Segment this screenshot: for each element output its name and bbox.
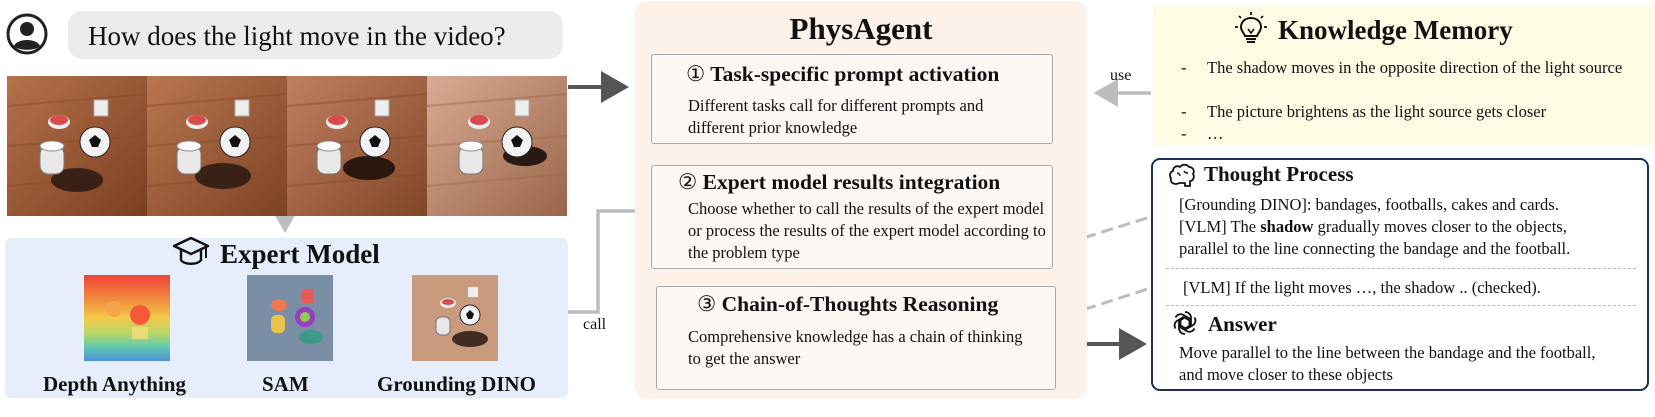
step1-body: Different tasks call for different promp… [688, 96, 984, 137]
lightbulb-icon [1235, 12, 1267, 43]
thought-line: parallel to the line connecting the band… [1179, 239, 1571, 258]
video-frame-1 [7, 76, 147, 216]
step2-box [651, 165, 1053, 269]
step3-body: Comprehensive knowledge has a chain of t… [688, 327, 1023, 368]
use-label: use [1110, 67, 1132, 84]
sam-label: SAM [262, 372, 309, 396]
thought-line: [Grounding DINO]: bandages, footballs, c… [1179, 195, 1559, 214]
step1-heading: ① Task-specific prompt activation [686, 61, 999, 87]
memory-bullet: - [1181, 58, 1187, 77]
step1-box [651, 54, 1053, 144]
sam-image [247, 275, 333, 361]
memory-bullet: - [1181, 102, 1187, 121]
video-frame-3 [287, 76, 427, 216]
step3-heading: ③ Chain-of-Thoughts Reasoning [697, 291, 998, 317]
depth-anything-image [84, 275, 170, 361]
graduation-cap-icon [172, 236, 210, 265]
step1-number: ① [686, 62, 706, 86]
sam-mask-illustration [247, 275, 333, 361]
openai-logo-icon [1173, 311, 1197, 335]
thought-separator [1166, 268, 1636, 269]
grounding-dino-illustration [412, 275, 498, 361]
step2-number: ② [678, 170, 698, 194]
thought-line-suffix: gradually moves closer to the objects, [1313, 217, 1567, 236]
step1-title: Task-specific prompt activation [710, 62, 1000, 86]
user-avatar-icon [6, 13, 48, 55]
depth-anything-label: Depth Anything [43, 372, 186, 396]
step2-title: Expert model results integration [702, 170, 1001, 194]
memory-item: The picture brightens as the light sourc… [1207, 102, 1547, 121]
thought-line: [VLM] The shadow gradually moves closer … [1179, 216, 1567, 237]
answer-line: Move parallel to the line between the ba… [1179, 343, 1596, 362]
grounding-dino-image [412, 275, 498, 361]
physagent-title: PhysAgent [789, 11, 933, 46]
answer-line: and move closer to these objects [1179, 365, 1393, 384]
video-frame-4 [427, 76, 567, 216]
answer-title: Answer [1208, 312, 1277, 336]
depth-map-illustration [106, 301, 150, 339]
step3-box [656, 286, 1056, 390]
step2-body: Choose whether to call the results of th… [688, 199, 1046, 262]
question-text: How does the light move in the video? [88, 21, 506, 51]
memory-item: … [1207, 124, 1224, 143]
thought-line-prefix: [VLM] The [1179, 217, 1261, 236]
expert-model-title: Expert Model [220, 239, 380, 269]
thought-process-title: Thought Process [1204, 162, 1354, 186]
thought-line-emphasis: shadow [1260, 217, 1314, 236]
memory-item: The shadow moves in the opposite directi… [1207, 58, 1623, 77]
call-label: call [583, 316, 607, 333]
step2-heading: ② Expert model results integration [678, 169, 1000, 195]
thought-process-panel [1151, 158, 1649, 391]
grounding-dino-label: Grounding DINO [377, 372, 536, 396]
question-bubble [68, 11, 563, 59]
step3-title: Chain-of-Thoughts Reasoning [721, 292, 999, 316]
knowledge-memory-title: Knowledge Memory [1278, 15, 1513, 45]
answer-separator [1166, 305, 1636, 306]
video-frame-2 [147, 76, 287, 216]
thought-line: [VLM] If the light moves …, the shadow .… [1183, 278, 1541, 297]
memory-bullet: - [1181, 124, 1187, 143]
step3-number: ③ [697, 292, 717, 316]
brain-icon [1169, 163, 1195, 187]
knowledge-memory-panel [1153, 5, 1653, 145]
